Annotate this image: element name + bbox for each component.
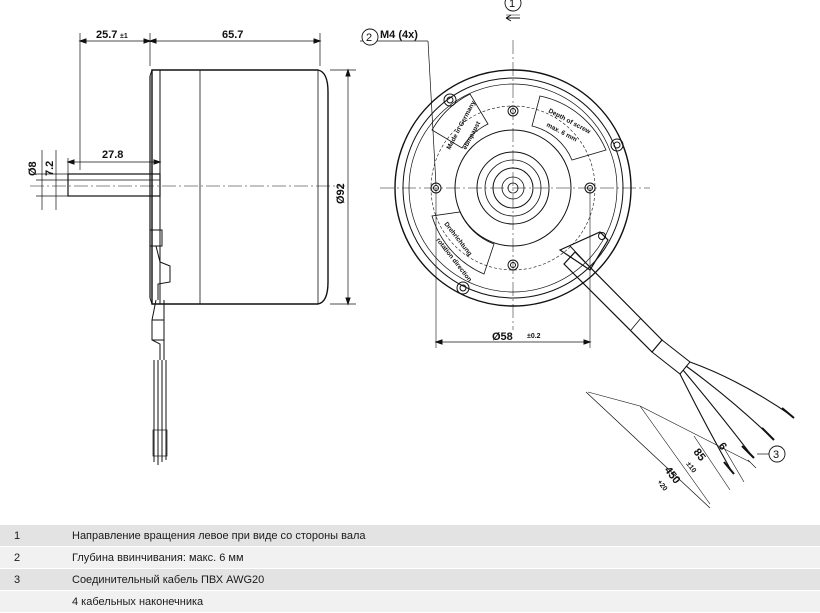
legend-num: 1 [0, 524, 72, 547]
dim-strip-length: 85 [691, 446, 708, 463]
dim-body-diameter: Ø92 [335, 183, 347, 204]
dim-mount-circle-tol: ±0.2 [527, 333, 541, 340]
legend-text: Глубина ввинчивания: макс. 6 мм [72, 546, 820, 569]
legend-text: Направление вращения левое при виде со с… [72, 524, 820, 547]
callout-3-label: 3 [773, 449, 779, 461]
dim-cable-length-tol: +20 [655, 479, 668, 493]
legend-row: 2 Глубина ввинчивания: макс. 6 мм [0, 546, 820, 569]
dim-mount-circle: Ø58 [492, 331, 513, 343]
legend-text: 4 кабельных наконечника [72, 590, 820, 612]
dim-shaft-diameter: Ø8 [27, 161, 39, 176]
legend-text: Соединительный кабель ПВХ AWG20 [72, 568, 820, 591]
callout-3: 3 [757, 445, 786, 463]
dim-length-shaft: 25.7 [96, 29, 117, 41]
callout-2: 2 [361, 28, 379, 46]
dim-length-body: 65.7 [222, 29, 243, 41]
dim-shaft-flat-height: 7.2 [44, 161, 56, 176]
dim-thread: M4 (4x) [380, 29, 418, 41]
callout-1: 1 [504, 0, 522, 12]
side-view [30, 33, 356, 465]
front-view [360, 14, 795, 509]
legend-row: 4 кабельных наконечника [0, 590, 820, 612]
dim-end-length: 6 [716, 440, 729, 452]
side-view-dimensions: 25.7 ±1 65.7 27.8 Ø8 7.2 Ø92 [27, 29, 347, 204]
legend-num: 3 [0, 568, 72, 591]
legend-table: 1 Направление вращения левое при виде со… [0, 524, 820, 612]
legend-row: 3 Соединительный кабель ПВХ AWG20 [0, 568, 820, 591]
dim-shaft-flat: 27.8 [102, 149, 123, 161]
dim-length-shaft-tol: ±1 [120, 33, 128, 40]
callout-1-label: 1 [509, 0, 515, 10]
dim-strip-length-tol: ±10 [684, 461, 697, 475]
legend-num [0, 590, 72, 612]
front-view-labels: M4 (4x) Ø58 ±0.2 450 +20 85 ±10 6 Made i… [380, 29, 729, 493]
legend-row: 1 Направление вращения левое при виде со… [0, 524, 820, 547]
technical-drawing: 25.7 ±1 65.7 27.8 Ø8 7.2 Ø92 [27, 0, 795, 509]
legend-num: 2 [0, 546, 72, 569]
callout-2-label: 2 [366, 32, 372, 44]
